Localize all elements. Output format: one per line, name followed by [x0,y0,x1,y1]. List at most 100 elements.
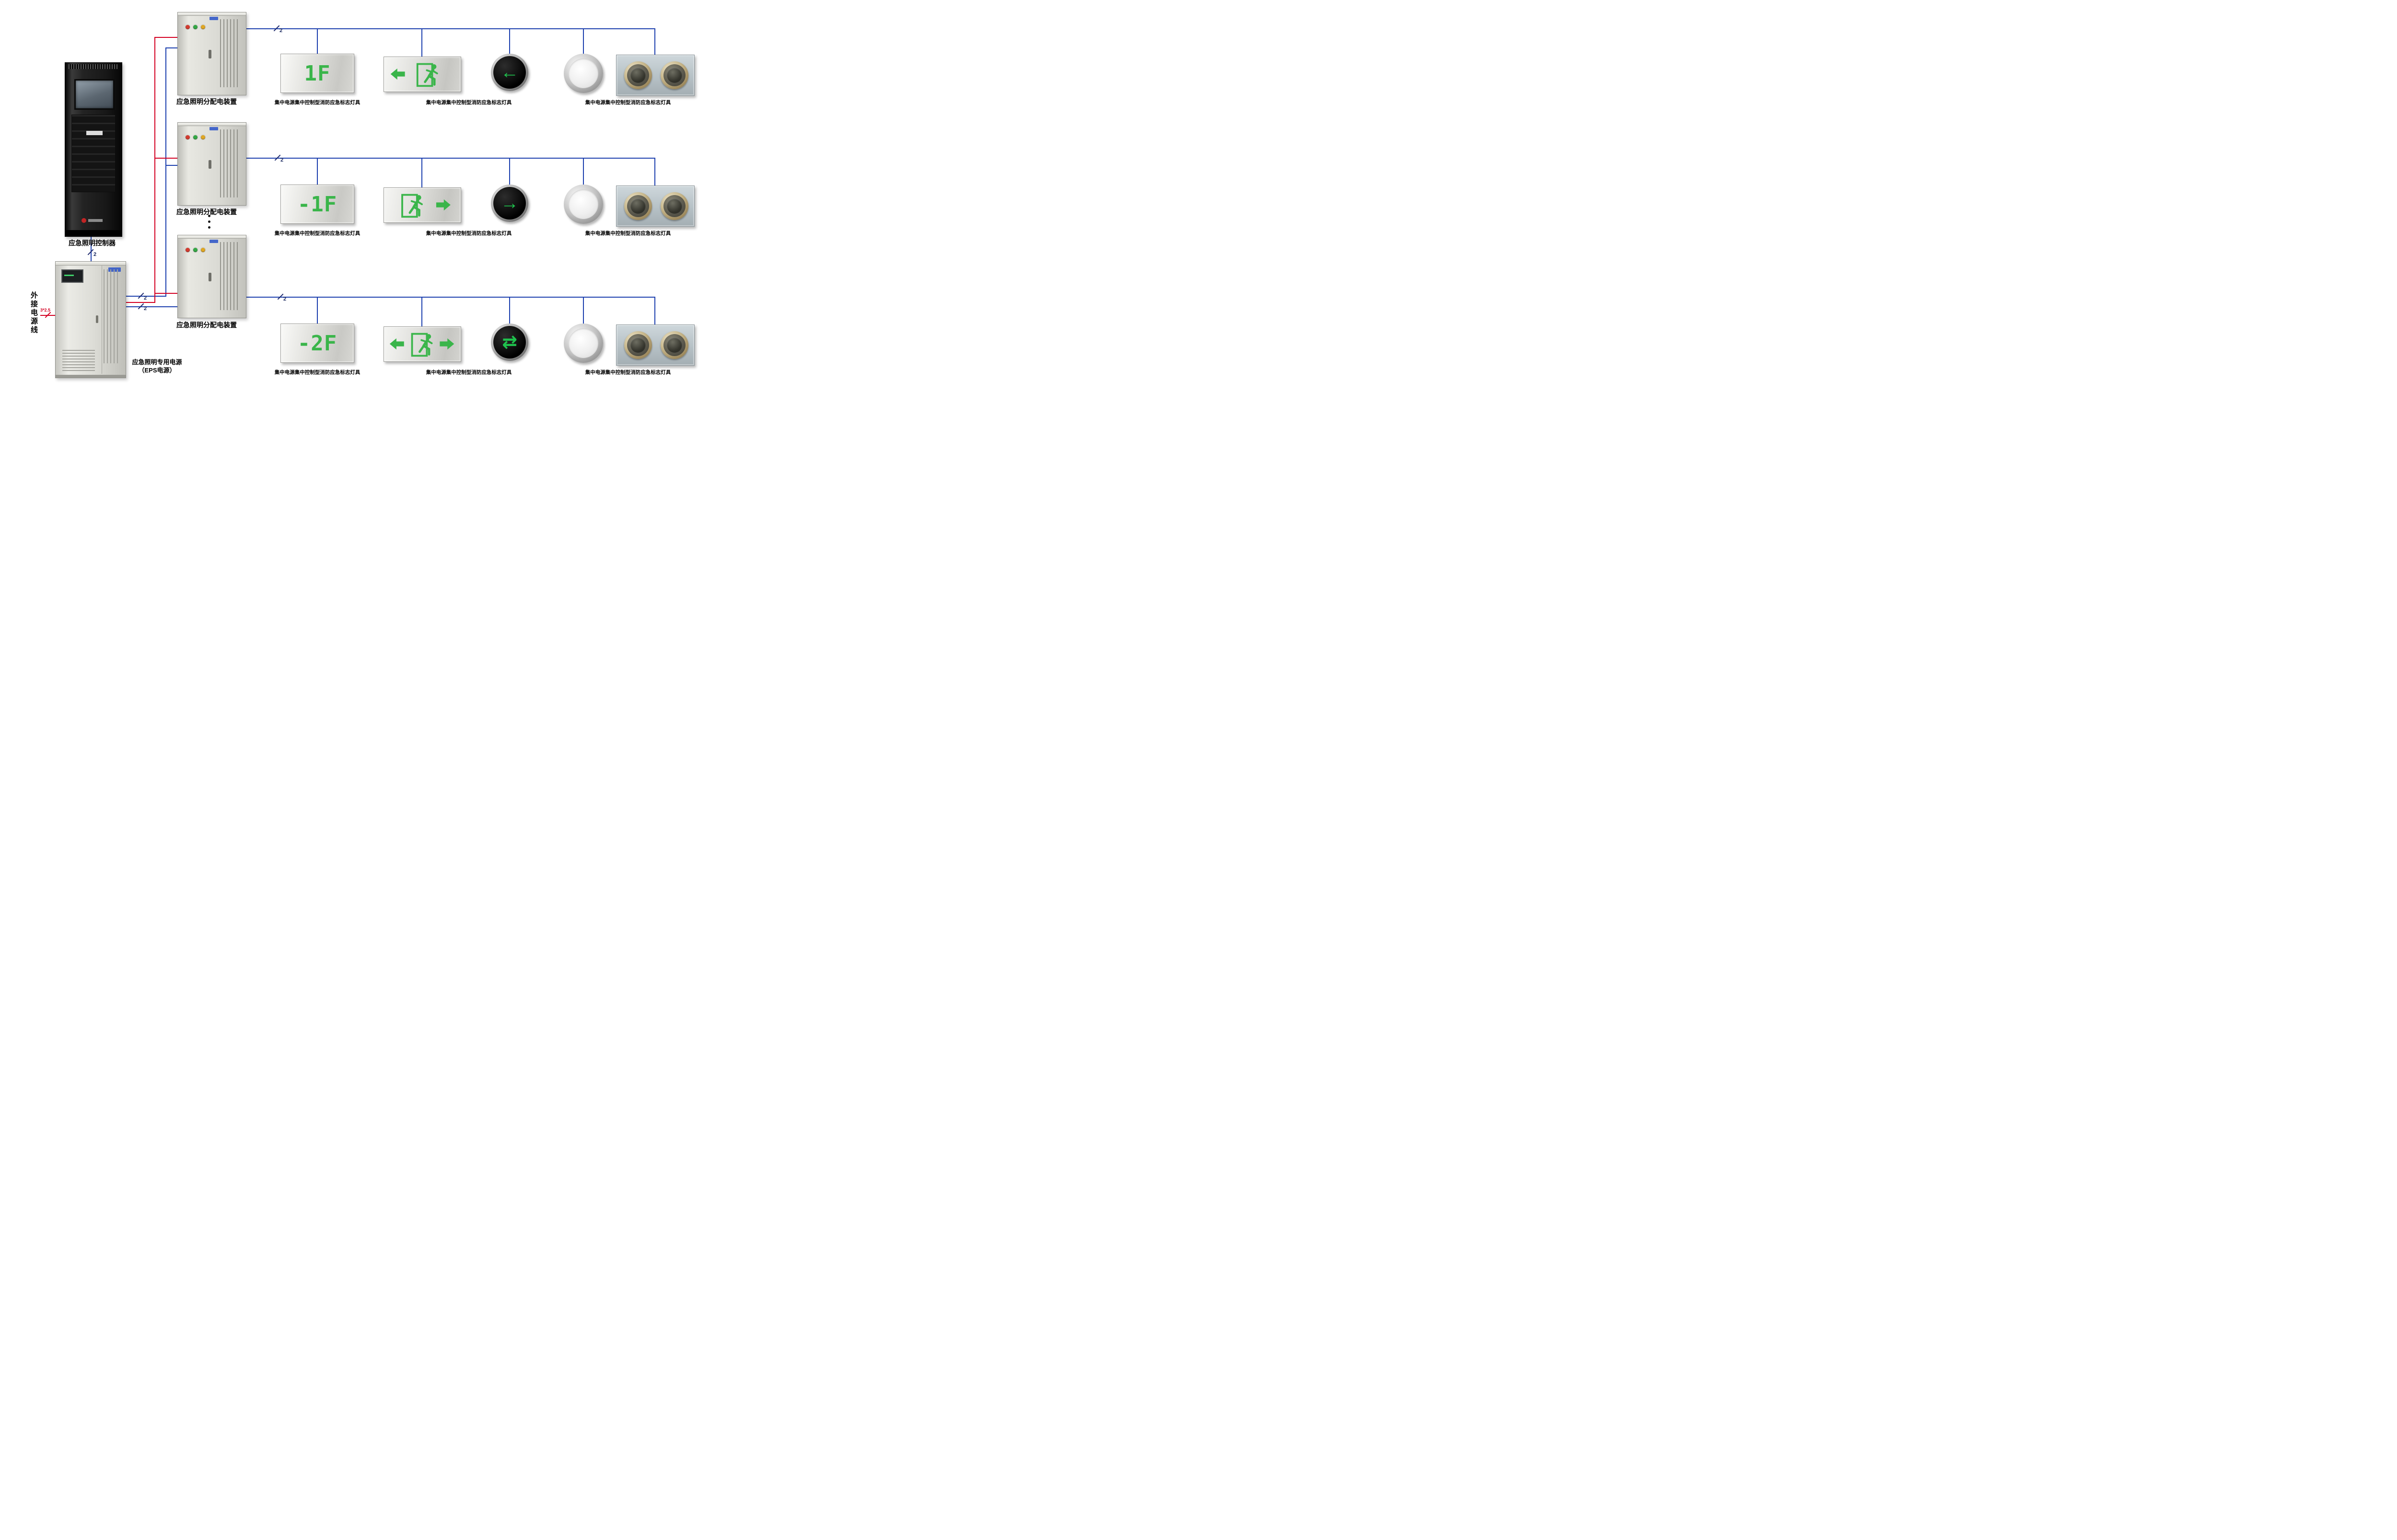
brand-logo [209,240,218,243]
logo-emblem [81,218,86,223]
wire-count: 2 [280,157,284,163]
green-arrow-icon: ← [500,62,519,82]
vent-slats [62,350,95,372]
emergency-lighting-controller-cabinet [65,62,122,237]
slash-mark [87,249,94,255]
indicator-lamp-red [186,25,190,29]
controller-label-strip [86,131,103,135]
distribution-box [177,235,246,318]
downlight-lens [569,328,598,358]
spotlight [661,61,688,89]
round-sign-face: ← [493,56,526,89]
eps-label-line1: 应急照明专用电源 [132,359,182,366]
device-caption: 集中电源集中控制型消防应急标志灯具 [274,231,361,236]
wire [91,235,92,262]
door-handle [96,315,98,323]
cabinet-vent-fins [69,64,118,69]
indicator-lamp-yellow [201,135,205,139]
round-sign-face: ⇄ [493,326,526,359]
wire-tap-2: 2 [277,293,286,302]
wire [125,296,166,297]
wire [244,158,655,159]
device-caption: 集中电源集中控制型消防应急标志灯具 [585,100,671,105]
wire [509,297,510,324]
exit-sign [384,326,461,362]
device-caption: 集中电源集中控制型消防应急标志灯具 [274,370,361,375]
device-caption: 集中电源集中控制型消防应急标志灯具 [585,231,671,236]
logo-wordmark [88,219,103,222]
wire-count: 2 [283,296,287,302]
eps-display [61,269,83,283]
floor-sign-text: -2F [297,331,337,356]
running-man-exit-icon [389,331,454,357]
round-arrow-sign: ← [491,54,528,91]
device-caption: 集中电源集中控制型消防应急标志灯具 [426,231,512,236]
wire [654,28,655,56]
controller-panel-rows [71,115,116,192]
downlight [564,54,603,93]
wire [583,158,584,185]
device-row: 1F ← 集中电源集中控制型消防应急标志灯具 集中电源集中控制型消防应急标志灯具… [0,53,733,108]
spotlight [624,61,652,89]
spotlight [661,192,688,220]
wire [583,297,584,324]
wire [244,28,655,29]
round-arrow-sign: → [491,185,528,222]
distribution-box [177,12,246,95]
indicator-lamp-yellow [201,248,205,252]
indicator-lamp-yellow [201,25,205,29]
wire-count: 2 [144,295,147,301]
wire-count: 2 [144,306,147,312]
door-handle [209,273,211,281]
vent-slats [220,129,239,197]
wire [154,37,155,302]
wire [421,28,422,57]
wire [317,158,318,185]
wire-spec-label: 3*2.5 [40,308,51,313]
spotlight [624,331,652,359]
wire [165,165,178,166]
wire [509,28,510,55]
wire [125,302,155,303]
floor-sign: -1F [280,185,354,224]
diagram-canvas: 2 2 2 2 2 2 3*2.5 应急照明控制器 应急照明专用电源 （EPS电… [0,0,733,411]
exit-sign [384,187,461,223]
wire-tap-2: 2 [138,302,147,312]
wire [654,158,655,186]
downlight [564,324,603,363]
controller-screen [74,79,115,110]
twin-spotlight-panel [616,185,695,227]
wire-count: 2 [93,252,97,257]
wire-tap-2: 2 [274,154,283,163]
wire [317,28,318,55]
wire [125,306,178,307]
wire [317,297,318,324]
eps-cabinet [55,261,126,378]
device-caption: 集中电源集中控制型消防应急标志灯具 [426,370,512,375]
external-power-label: 外接电源线 [30,291,38,335]
spotlight [624,192,652,220]
floor-sign-text: -1F [297,192,337,217]
wire [421,158,422,188]
wire-count: 2 [279,28,283,34]
wire [244,297,655,298]
controller-label: 应急照明控制器 [69,239,116,247]
vent-slats [104,269,120,363]
device-caption: 集中电源集中控制型消防应急标志灯具 [426,100,512,105]
floor-sign: -2F [280,324,354,363]
door-handle [209,160,211,169]
floor-sign: 1F [280,54,354,93]
round-sign-face: → [493,187,526,220]
distribution-box-label: 应急照明分配电装置 [176,208,237,216]
wire [40,315,57,316]
wire [583,28,584,55]
vent-slats [220,19,239,87]
distribution-box-label: 应急照明分配电装置 [176,98,237,105]
indicator-lamp-green [193,135,198,139]
downlight [564,185,603,224]
wire [421,297,422,327]
indicator-lamp-red [186,248,190,252]
eps-label: 应急照明专用电源 （EPS电源） [120,358,194,374]
spotlight [661,331,688,359]
vent-slats [220,242,239,310]
